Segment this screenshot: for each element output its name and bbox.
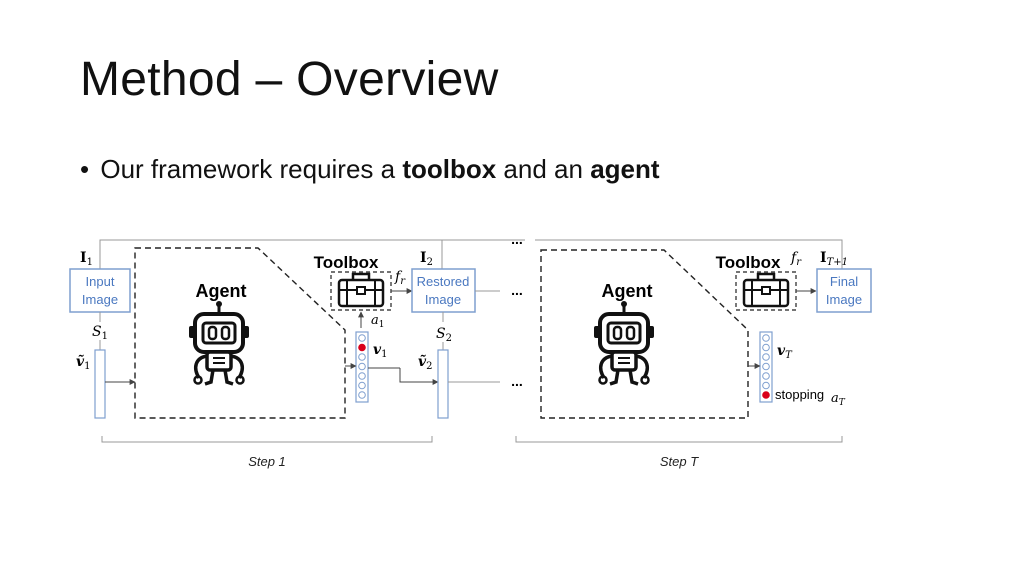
selected-action-dot <box>762 391 770 399</box>
input-image-box <box>69 268 131 313</box>
action-dot <box>358 391 366 399</box>
vector-1-symbol: ṽ1 <box>76 353 91 372</box>
toolbox-T-icon <box>742 272 790 308</box>
action-dot <box>762 362 770 371</box>
action-dot <box>358 334 366 342</box>
state-1-symbol: S1 <box>92 324 108 342</box>
image-2-symbol: I2 <box>420 250 433 268</box>
frame-line-top-T <box>535 239 843 270</box>
agent-1-region <box>134 247 346 419</box>
tool-1-symbol: fr <box>394 269 406 287</box>
final-image-box <box>816 268 872 313</box>
agent-T-region <box>540 249 749 419</box>
input-image-line2: Image <box>82 292 118 307</box>
final-image-line1: Final <box>830 274 858 289</box>
robot-T-icon <box>592 299 656 386</box>
bullet-marker: • <box>80 154 90 184</box>
action-dot <box>358 362 366 371</box>
bullet-text-2: and an <box>496 154 591 184</box>
bullet-line: • Our framework requires a toolbox and a… <box>80 154 660 185</box>
robot-1-icon <box>187 299 251 386</box>
slide-title: Method – Overview <box>80 53 499 106</box>
frame-line-top-1 <box>99 239 525 270</box>
action-dot <box>762 343 770 352</box>
step-T-label: Step T <box>660 454 699 469</box>
image-T-symbol: IT+1 <box>820 250 848 268</box>
policy-dots-1 <box>358 334 366 399</box>
image-1-symbol: I1 <box>80 250 93 268</box>
agent-1-label: Agent <box>196 281 247 301</box>
toolbox-1-label: Toolbox <box>314 253 379 272</box>
bullet-text-toolbox: toolbox <box>402 154 497 184</box>
state-vector-2 <box>437 349 449 419</box>
input-image-line1: Input <box>86 274 115 289</box>
action-dot <box>762 353 770 361</box>
state-vector-1 <box>94 349 106 419</box>
restored-image-line2: Image <box>425 292 461 307</box>
action-dot <box>358 381 366 390</box>
action-dot <box>358 372 366 380</box>
step-1-bracket <box>101 436 433 443</box>
action-dot <box>358 353 366 361</box>
tool-T-symbol: fr <box>790 250 802 268</box>
bottom-ellipsis: ... <box>511 373 523 389</box>
vector-2-symbol: ṽ2 <box>418 353 433 372</box>
action-dot <box>762 381 770 390</box>
toolbox-T-label: Toolbox <box>716 253 781 272</box>
policy-1-symbol: v1 <box>373 342 388 360</box>
restored-image-line1: Restored <box>417 274 470 289</box>
bullet-text-1: Our framework requires a <box>100 154 403 184</box>
bullet-text-agent: agent <box>590 154 660 184</box>
final-image-line2: Image <box>826 292 862 307</box>
action-dot <box>762 372 770 380</box>
stopping-label: stopping <box>775 387 824 402</box>
state-2-symbol: S2 <box>436 326 452 344</box>
middle-ellipsis: ... <box>511 282 523 298</box>
agent-T-label: Agent <box>602 281 653 301</box>
action-dot <box>762 334 770 342</box>
action-1-symbol: a1 <box>371 313 385 330</box>
step-1-label: Step 1 <box>248 454 286 469</box>
selected-action-dot <box>358 343 366 352</box>
policy-T-symbol: vT <box>777 343 793 361</box>
top-ellipsis: ... <box>511 231 523 247</box>
toolbox-1-icon <box>337 272 385 308</box>
step-T-bracket <box>515 436 843 443</box>
action-T-symbol: aT <box>831 391 846 408</box>
policy-dots-T <box>762 334 770 399</box>
